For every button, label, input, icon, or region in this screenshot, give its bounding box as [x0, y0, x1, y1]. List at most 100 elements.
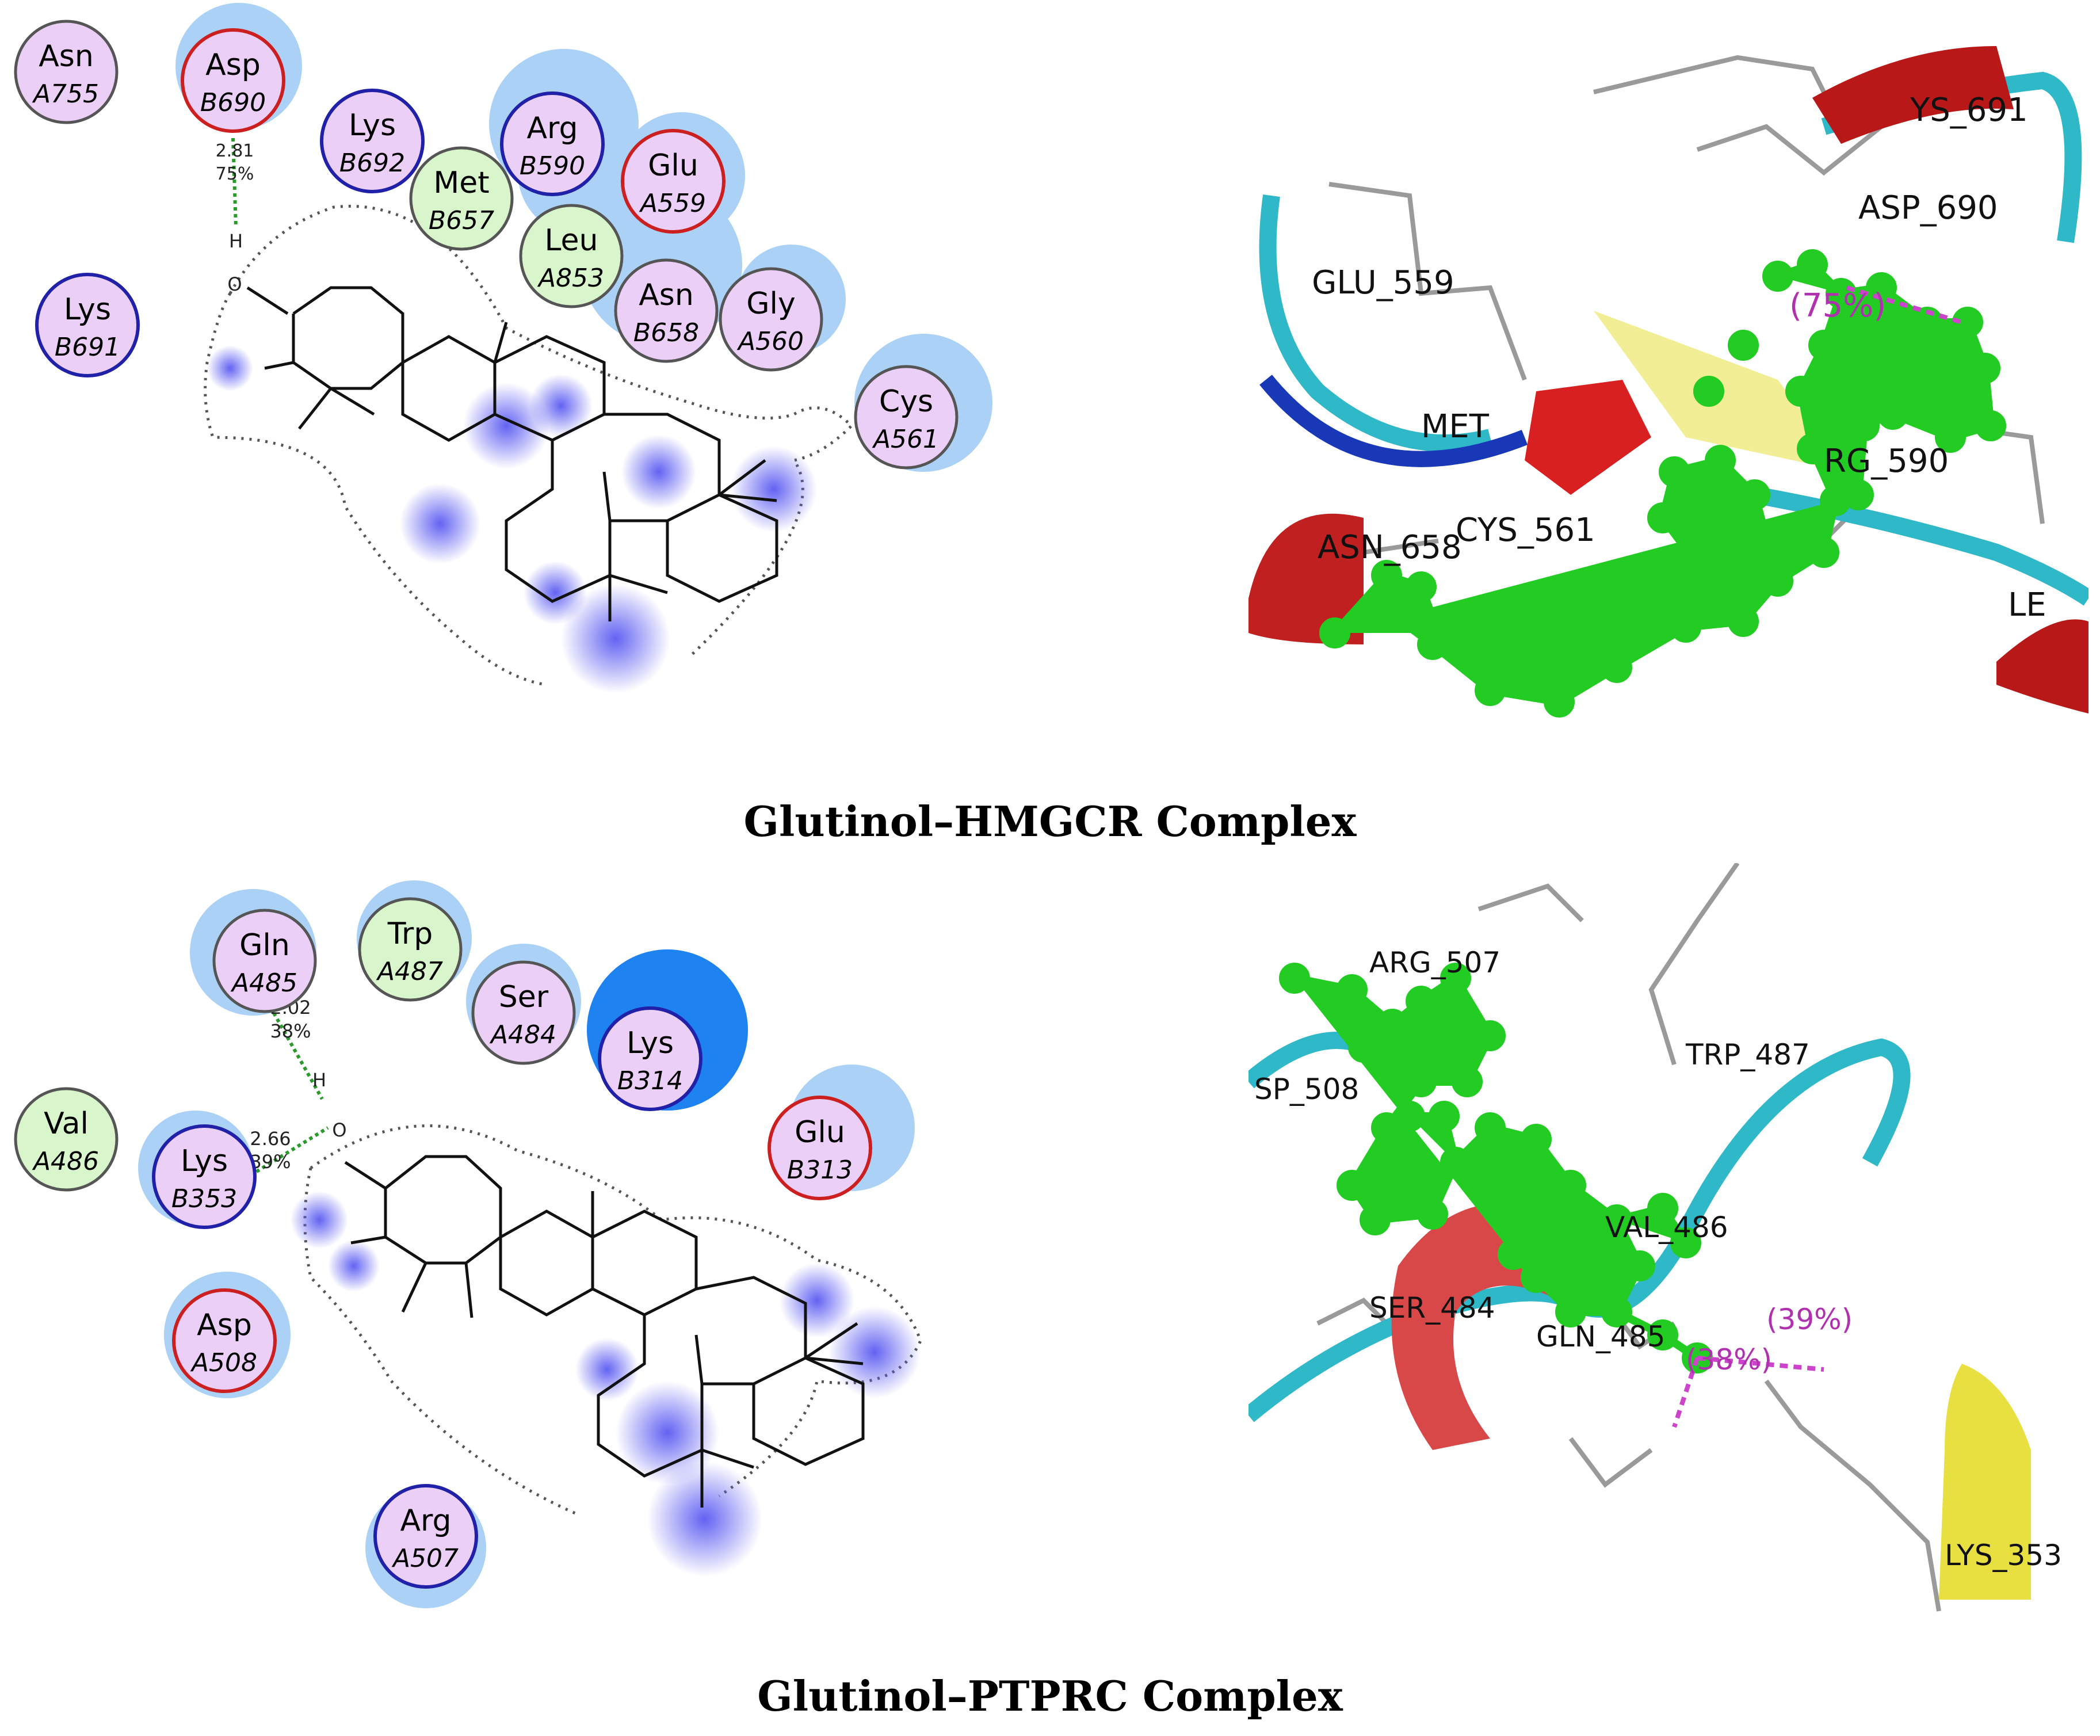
label-lys-691: YS_691: [1910, 91, 2028, 129]
strand-yellow: [1939, 1364, 2031, 1600]
hydrophobic-contacts: [291, 1191, 921, 1577]
svg-text:B692: B692: [339, 148, 405, 178]
svg-text:Met: Met: [433, 166, 489, 200]
glutinol-skeleton: [246, 286, 778, 621]
label-trp-487: TRP_487: [1685, 1038, 1810, 1071]
label-ser-484: SER_484: [1369, 1291, 1495, 1325]
label-lys-353: LYS_353: [1945, 1539, 2062, 1572]
svg-text:Val: Val: [44, 1107, 89, 1141]
label-38-percent: (38%): [1686, 1343, 1772, 1376]
svg-text:Asp: Asp: [205, 48, 261, 82]
svg-text:B691: B691: [55, 333, 120, 362]
label-75-percent: (75%): [1789, 287, 1886, 325]
coil-cyan-1: [1248, 1038, 1911, 1422]
residue-arg-b590: Arg B590: [500, 91, 605, 196]
label-arg-590: RG_590: [1824, 442, 1949, 480]
glutinol-skeleton: [344, 1155, 865, 1508]
svg-text:Gly: Gly: [746, 287, 796, 321]
residue-val-a486: Val A486: [14, 1087, 119, 1192]
svg-text:Asn: Asn: [639, 278, 694, 312]
svg-text:A559: A559: [639, 189, 706, 218]
svg-text:B658: B658: [633, 318, 699, 348]
label-asn-658: ASN_658: [1318, 529, 1462, 566]
residue-gly-a560: Gly A560: [719, 267, 823, 372]
residue-arg-a507: Arg A507: [373, 1484, 478, 1589]
caption-hmgcr: Glutinol–HMGCR Complex: [743, 797, 1357, 846]
helix-red-3: [1812, 46, 2014, 144]
residue-trp-a487: Trp A487: [358, 897, 463, 1002]
hbond-percent: 75%: [216, 164, 254, 184]
residue-lys-b353: Lys B353: [152, 1124, 257, 1229]
hbond-distance: 2.81: [216, 141, 254, 161]
residue-lys-b691: Lys B691: [35, 273, 140, 377]
residue-asn-b658: Asn B658: [614, 258, 719, 363]
svg-text:B590: B590: [520, 151, 585, 181]
svg-text:B690: B690: [200, 88, 266, 117]
svg-text:B657: B657: [429, 206, 494, 235]
helix-red-4: [1996, 619, 2088, 714]
atom-h: H: [312, 1069, 326, 1091]
svg-text:A560: A560: [736, 327, 804, 356]
svg-text:Asn: Asn: [39, 39, 94, 74]
helix-red-2: [1525, 380, 1651, 495]
ligand-ball-and-stick: [1279, 963, 1713, 1373]
hmgcr-2d-diagram: 2.81 75% H O Asn A755 Asp B690 Lys B692 …: [14, 3, 992, 693]
residue-ser-a484: Ser A484: [471, 960, 576, 1065]
svg-text:A485: A485: [230, 968, 297, 998]
hmgcr-3d-view: GLU_559 MET ASN_658 CYS_561 ASP_690 RG_5…: [1248, 46, 2088, 718]
hbond2-percent: 39%: [250, 1151, 291, 1173]
svg-text:A755: A755: [32, 79, 99, 109]
svg-text:Arg: Arg: [526, 111, 578, 146]
protein-sticks: [1316, 863, 1941, 1612]
residue-gln-a485: Gln A485: [212, 909, 317, 1013]
svg-text:B353: B353: [171, 1184, 237, 1214]
residue-asp-b690: Asp B690: [181, 28, 285, 133]
residue-lys-b314: Lys B314: [598, 1006, 702, 1111]
atom-o: O: [332, 1119, 346, 1141]
svg-text:Arg: Arg: [400, 1504, 451, 1538]
svg-text:Lys: Lys: [181, 1144, 228, 1178]
svg-text:B314: B314: [617, 1066, 683, 1096]
svg-text:Lys: Lys: [627, 1026, 674, 1060]
residue-leu-a853: Leu A853: [519, 204, 624, 308]
svg-text:Glu: Glu: [795, 1115, 845, 1150]
label-cys-561: CYS_561: [1456, 512, 1595, 549]
hbond-3d-2: [1672, 1357, 1700, 1428]
hbond-line: [231, 138, 238, 228]
label-39-percent: (39%): [1766, 1303, 1853, 1336]
label-val-486: VAL_486: [1605, 1211, 1728, 1244]
svg-text:Lys: Lys: [64, 292, 111, 327]
svg-text:Leu: Leu: [544, 223, 598, 258]
residue-asn-a755: Asn A755: [14, 20, 119, 124]
ptprc-3d-view: ARG_507 SP_508 TRP_487 VAL_486 SER_484 G…: [1248, 863, 2062, 1612]
residue-cys-a561: Cys A561: [854, 365, 959, 470]
hbond2-distance: 2.66: [250, 1128, 291, 1150]
residue-glu-b313: Glu B313: [768, 1096, 872, 1200]
helix-red-1: [1248, 513, 1364, 644]
residue-lys-b692: Lys B692: [320, 89, 425, 193]
label-arg-507: ARG_507: [1369, 946, 1500, 979]
svg-text:Glu: Glu: [648, 148, 698, 183]
svg-text:B313: B313: [787, 1155, 853, 1185]
hbond1-percent: 38%: [270, 1020, 311, 1042]
svg-text:A561: A561: [872, 425, 939, 454]
svg-text:A484: A484: [489, 1020, 556, 1050]
ptprc-2d-diagram: 2.02 38% 2.66 39% H O Gln A485 Trp A487 …: [14, 880, 922, 1608]
label-asp-508: SP_508: [1254, 1073, 1359, 1106]
atom-h: H: [229, 230, 243, 252]
svg-text:A508: A508: [190, 1348, 257, 1378]
label-gln-485: GLN_485: [1536, 1320, 1665, 1353]
residue-met-b657: Met B657: [409, 146, 514, 251]
caption-ptprc: Glutinol–PTPRC Complex: [757, 1672, 1343, 1720]
svg-text:A487: A487: [376, 957, 443, 986]
label-le: LE: [2008, 586, 2046, 624]
svg-text:A853: A853: [537, 264, 604, 293]
hbond-3d: [1846, 285, 1963, 325]
residue-glu-a559: Glu A559: [621, 129, 726, 234]
svg-text:Asp: Asp: [197, 1308, 252, 1342]
svg-text:Ser: Ser: [499, 980, 549, 1014]
ligand-ball-and-stick: [1319, 249, 2006, 718]
svg-text:Trp: Trp: [387, 917, 433, 951]
hbond-3d-1: [1697, 1356, 1824, 1372]
coil-cyan: [1259, 194, 1492, 452]
